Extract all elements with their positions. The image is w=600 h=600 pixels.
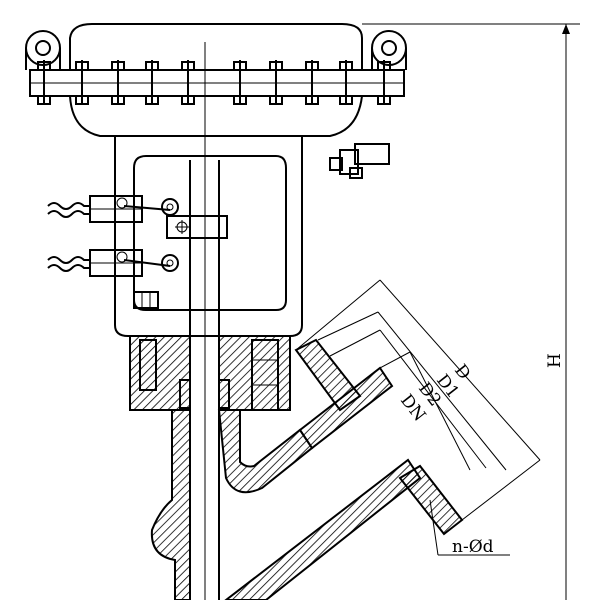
bonnet (129, 335, 291, 411)
solenoid-valve (329, 143, 390, 179)
flange-bolts (35, 60, 393, 105)
height-dimension (362, 23, 580, 600)
yoke (114, 136, 303, 337)
actuator-housing (29, 23, 405, 137)
bolt-leader (429, 499, 510, 556)
label-bolts: n-Ød (452, 537, 494, 557)
branch-dimension-lines (295, 279, 541, 521)
limit-switch-upper (47, 195, 179, 223)
yoke-nut (133, 291, 159, 309)
limit-switch-lower (47, 249, 179, 277)
label-h: H (545, 353, 565, 368)
valve-body (150, 338, 464, 600)
